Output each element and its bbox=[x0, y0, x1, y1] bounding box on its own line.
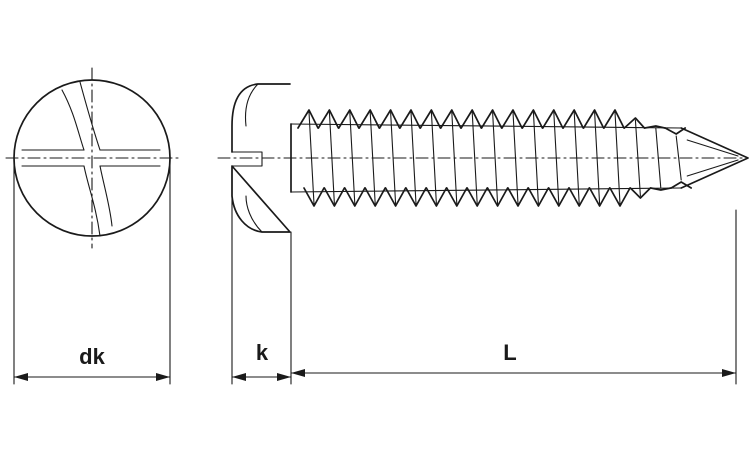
slot-horizontal bbox=[21, 149, 161, 167]
head-inner-curve bbox=[244, 83, 263, 233]
slot-vertical bbox=[61, 81, 113, 237]
thread-crest-bottom bbox=[588, 187, 611, 207]
thread-helix-line bbox=[492, 111, 499, 205]
thread-helix-line bbox=[675, 135, 682, 181]
thread-crest-top bbox=[643, 125, 666, 129]
thread-helix-line bbox=[471, 111, 478, 205]
arrowhead-right bbox=[722, 369, 736, 377]
thread-crest-bottom bbox=[547, 187, 570, 207]
thread-crest-top bbox=[603, 109, 625, 129]
screw-tip-thread bbox=[686, 139, 739, 177]
thread-crest-top bbox=[501, 109, 523, 129]
thread-crest-bottom bbox=[609, 187, 631, 207]
thread-crest-bottom bbox=[343, 187, 366, 207]
thread-helix-line bbox=[410, 111, 417, 205]
thread-crest-bottom bbox=[466, 187, 489, 207]
thread-crest-top bbox=[378, 109, 401, 129]
label-l: L bbox=[503, 340, 516, 365]
arrowhead-right bbox=[277, 373, 291, 381]
thread-crest-bottom bbox=[670, 181, 693, 189]
screw-side-view bbox=[217, 83, 749, 385]
thread-crest-top bbox=[399, 109, 421, 129]
thread-crest-bottom bbox=[425, 187, 448, 207]
thread-crest-bottom bbox=[507, 187, 529, 207]
thread-crest-top bbox=[419, 109, 442, 129]
thread-crest-top bbox=[521, 109, 544, 129]
thread-crest-top bbox=[541, 109, 564, 129]
thread-crest-top bbox=[562, 109, 585, 129]
label-k: k bbox=[256, 340, 269, 365]
thread-crest-top bbox=[623, 117, 646, 129]
thread-crest-bottom bbox=[649, 187, 672, 191]
thread-crest-top bbox=[439, 109, 462, 129]
arrowhead-left bbox=[14, 373, 28, 381]
head-top-view bbox=[5, 67, 181, 385]
thread-crest-bottom bbox=[445, 187, 468, 207]
dimension-k: k bbox=[231, 340, 292, 381]
thread-crest-bottom bbox=[364, 187, 387, 207]
arrowhead-left bbox=[291, 369, 305, 377]
thread-crest-bottom bbox=[568, 187, 591, 207]
thread-crest-top bbox=[460, 109, 483, 129]
thread-crest-bottom bbox=[323, 187, 346, 207]
thread-crest-top bbox=[317, 109, 340, 129]
thread-crest-bottom bbox=[405, 187, 427, 207]
thread-crest-bottom bbox=[527, 187, 550, 207]
head-slot bbox=[231, 151, 263, 167]
thread-crest-top bbox=[480, 109, 503, 129]
thread-crest-top bbox=[337, 109, 360, 129]
thread-crest-bottom bbox=[629, 187, 652, 199]
thread-crest-top bbox=[358, 109, 381, 129]
thread-crest-top bbox=[664, 127, 687, 135]
label-dk: dk bbox=[79, 344, 105, 369]
dimension-l: L bbox=[290, 340, 737, 377]
thread-crest-top bbox=[582, 109, 605, 129]
arrowhead-right bbox=[156, 373, 170, 381]
thread-crest-bottom bbox=[486, 187, 509, 207]
thread-crest-top bbox=[297, 109, 319, 129]
dimension-dk: dk bbox=[13, 344, 171, 381]
arrowhead-left bbox=[232, 373, 246, 381]
thread-crest-bottom bbox=[303, 187, 325, 207]
thread-crest-bottom bbox=[384, 187, 407, 207]
thread-helix-line bbox=[390, 111, 397, 205]
